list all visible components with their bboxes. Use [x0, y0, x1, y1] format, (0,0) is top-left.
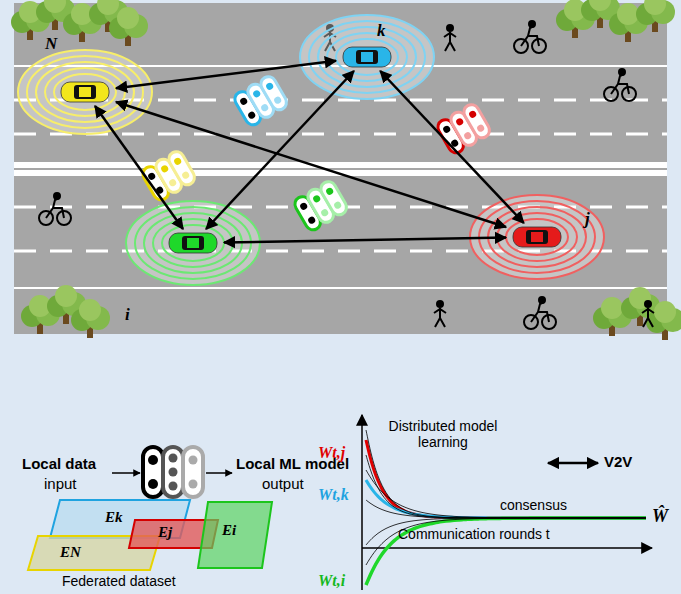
vehicle-node: j: [506, 223, 568, 251]
model-icons: [140, 74, 492, 233]
axis-label: Distributed model learning: [368, 418, 518, 450]
axis-label: Communication rounds t: [398, 526, 550, 542]
dataset-label: Ek: [105, 509, 123, 526]
federated-dataset: [28, 500, 272, 570]
vehicle-node: k: [336, 43, 398, 71]
consensus-chart: [362, 415, 652, 590]
legend-text: V2V: [604, 453, 632, 470]
road: [14, 3, 667, 334]
curve-label: Wt,k: [318, 486, 349, 504]
dataset-label: Ei: [222, 522, 236, 539]
vehicle-label: i: [125, 305, 130, 325]
v2v-sample: [548, 462, 598, 465]
trees: [11, 0, 681, 340]
caption-text: output: [262, 475, 304, 492]
curve-label: Wt,i: [318, 572, 345, 590]
v2v-link: [224, 238, 506, 243]
vehicle-label: j: [585, 209, 590, 229]
dataset-label: EN: [60, 544, 81, 561]
vehicle-node: i: [162, 229, 224, 257]
v2v-link: [380, 71, 524, 223]
v2v-link: [116, 102, 506, 227]
v2v-link: [95, 106, 183, 229]
curve-label: consensus: [500, 497, 567, 513]
curve-label: Wt,j: [318, 444, 345, 462]
curve-label: Ŵ: [652, 506, 668, 527]
cars: [18, 15, 604, 285]
caption-text: input: [44, 475, 77, 492]
vehicle-label: k: [377, 21, 386, 41]
v2v-link: [206, 71, 354, 229]
caption-text: Local data: [22, 455, 96, 472]
vehicle-node: N: [54, 78, 116, 106]
dataset-label: Ej: [158, 524, 172, 541]
legend-entry: V2V: [604, 453, 632, 470]
vehicle-label: N: [45, 34, 57, 54]
caption-text: Federated dataset: [62, 573, 176, 589]
local-model-icon: [112, 447, 232, 497]
v2v-link: [116, 61, 336, 88]
